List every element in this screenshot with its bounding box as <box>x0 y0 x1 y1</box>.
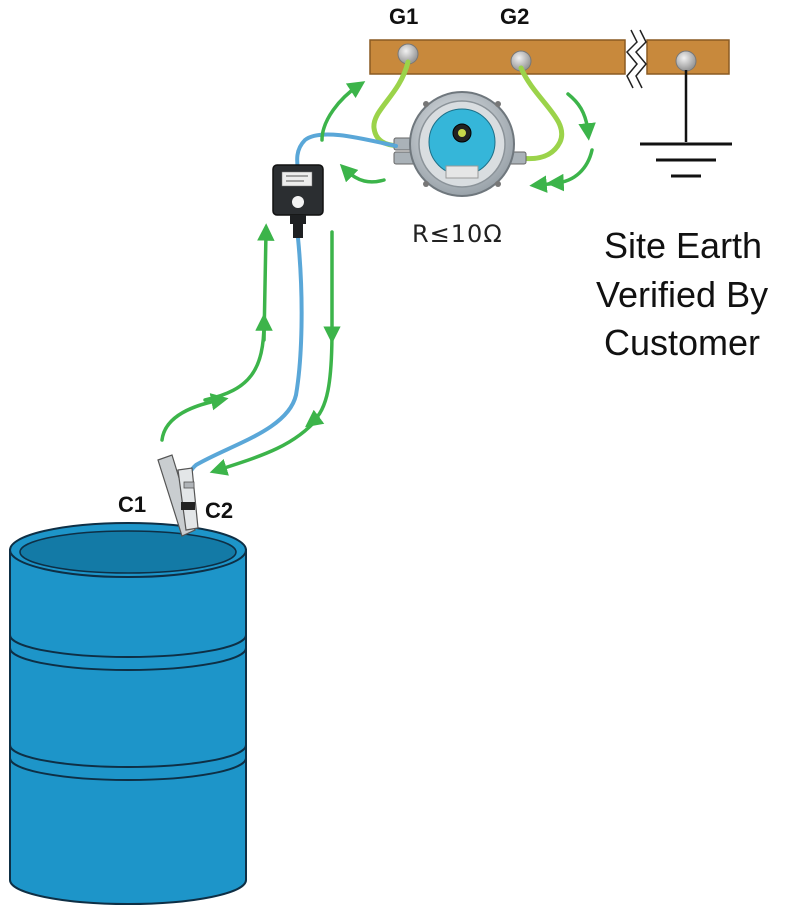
flow-arrow-to-g1 <box>320 81 366 142</box>
monitor-to-junction-cable <box>295 132 398 172</box>
site-earth-line-2: Verified By <box>596 274 768 315</box>
junction-to-clamp-cable <box>186 236 304 486</box>
ground-symbol-icon <box>640 70 732 178</box>
earth-bolt-icon <box>675 50 697 72</box>
flow-arrow-down-3 <box>209 416 320 476</box>
g1-label: G1 <box>389 4 418 29</box>
break-mark-icon <box>625 29 638 89</box>
bus-bar <box>369 29 730 89</box>
junction-box-icon <box>272 164 324 238</box>
flow-arrow-from-g2 <box>566 92 596 141</box>
flow-arrow-down-2 <box>305 328 334 428</box>
g2-cable <box>517 65 565 162</box>
resistance-label: R≤10Ω <box>412 220 503 248</box>
site-earth-line-3: Customer <box>604 322 760 363</box>
c1-label: C1 <box>118 492 146 517</box>
earthing-clamp-icon <box>157 454 199 537</box>
flow-arrow-up-2 <box>203 313 273 402</box>
flow-arrow-from-monitor-left <box>339 163 386 184</box>
drum-lid-inner <box>19 530 237 574</box>
flow-arrow-to-monitor-right <box>546 148 594 192</box>
c2-label: C2 <box>205 498 233 523</box>
flow-arrow-up-3 <box>257 223 275 342</box>
site-earth-line-1: Site Earth <box>604 225 762 266</box>
flow-arrow-up-1 <box>160 393 229 442</box>
static-earth-monitor-icon <box>393 91 527 197</box>
current-flow-arrows <box>160 81 596 476</box>
metal-drum-icon <box>9 522 247 905</box>
g2-label: G2 <box>500 4 529 29</box>
